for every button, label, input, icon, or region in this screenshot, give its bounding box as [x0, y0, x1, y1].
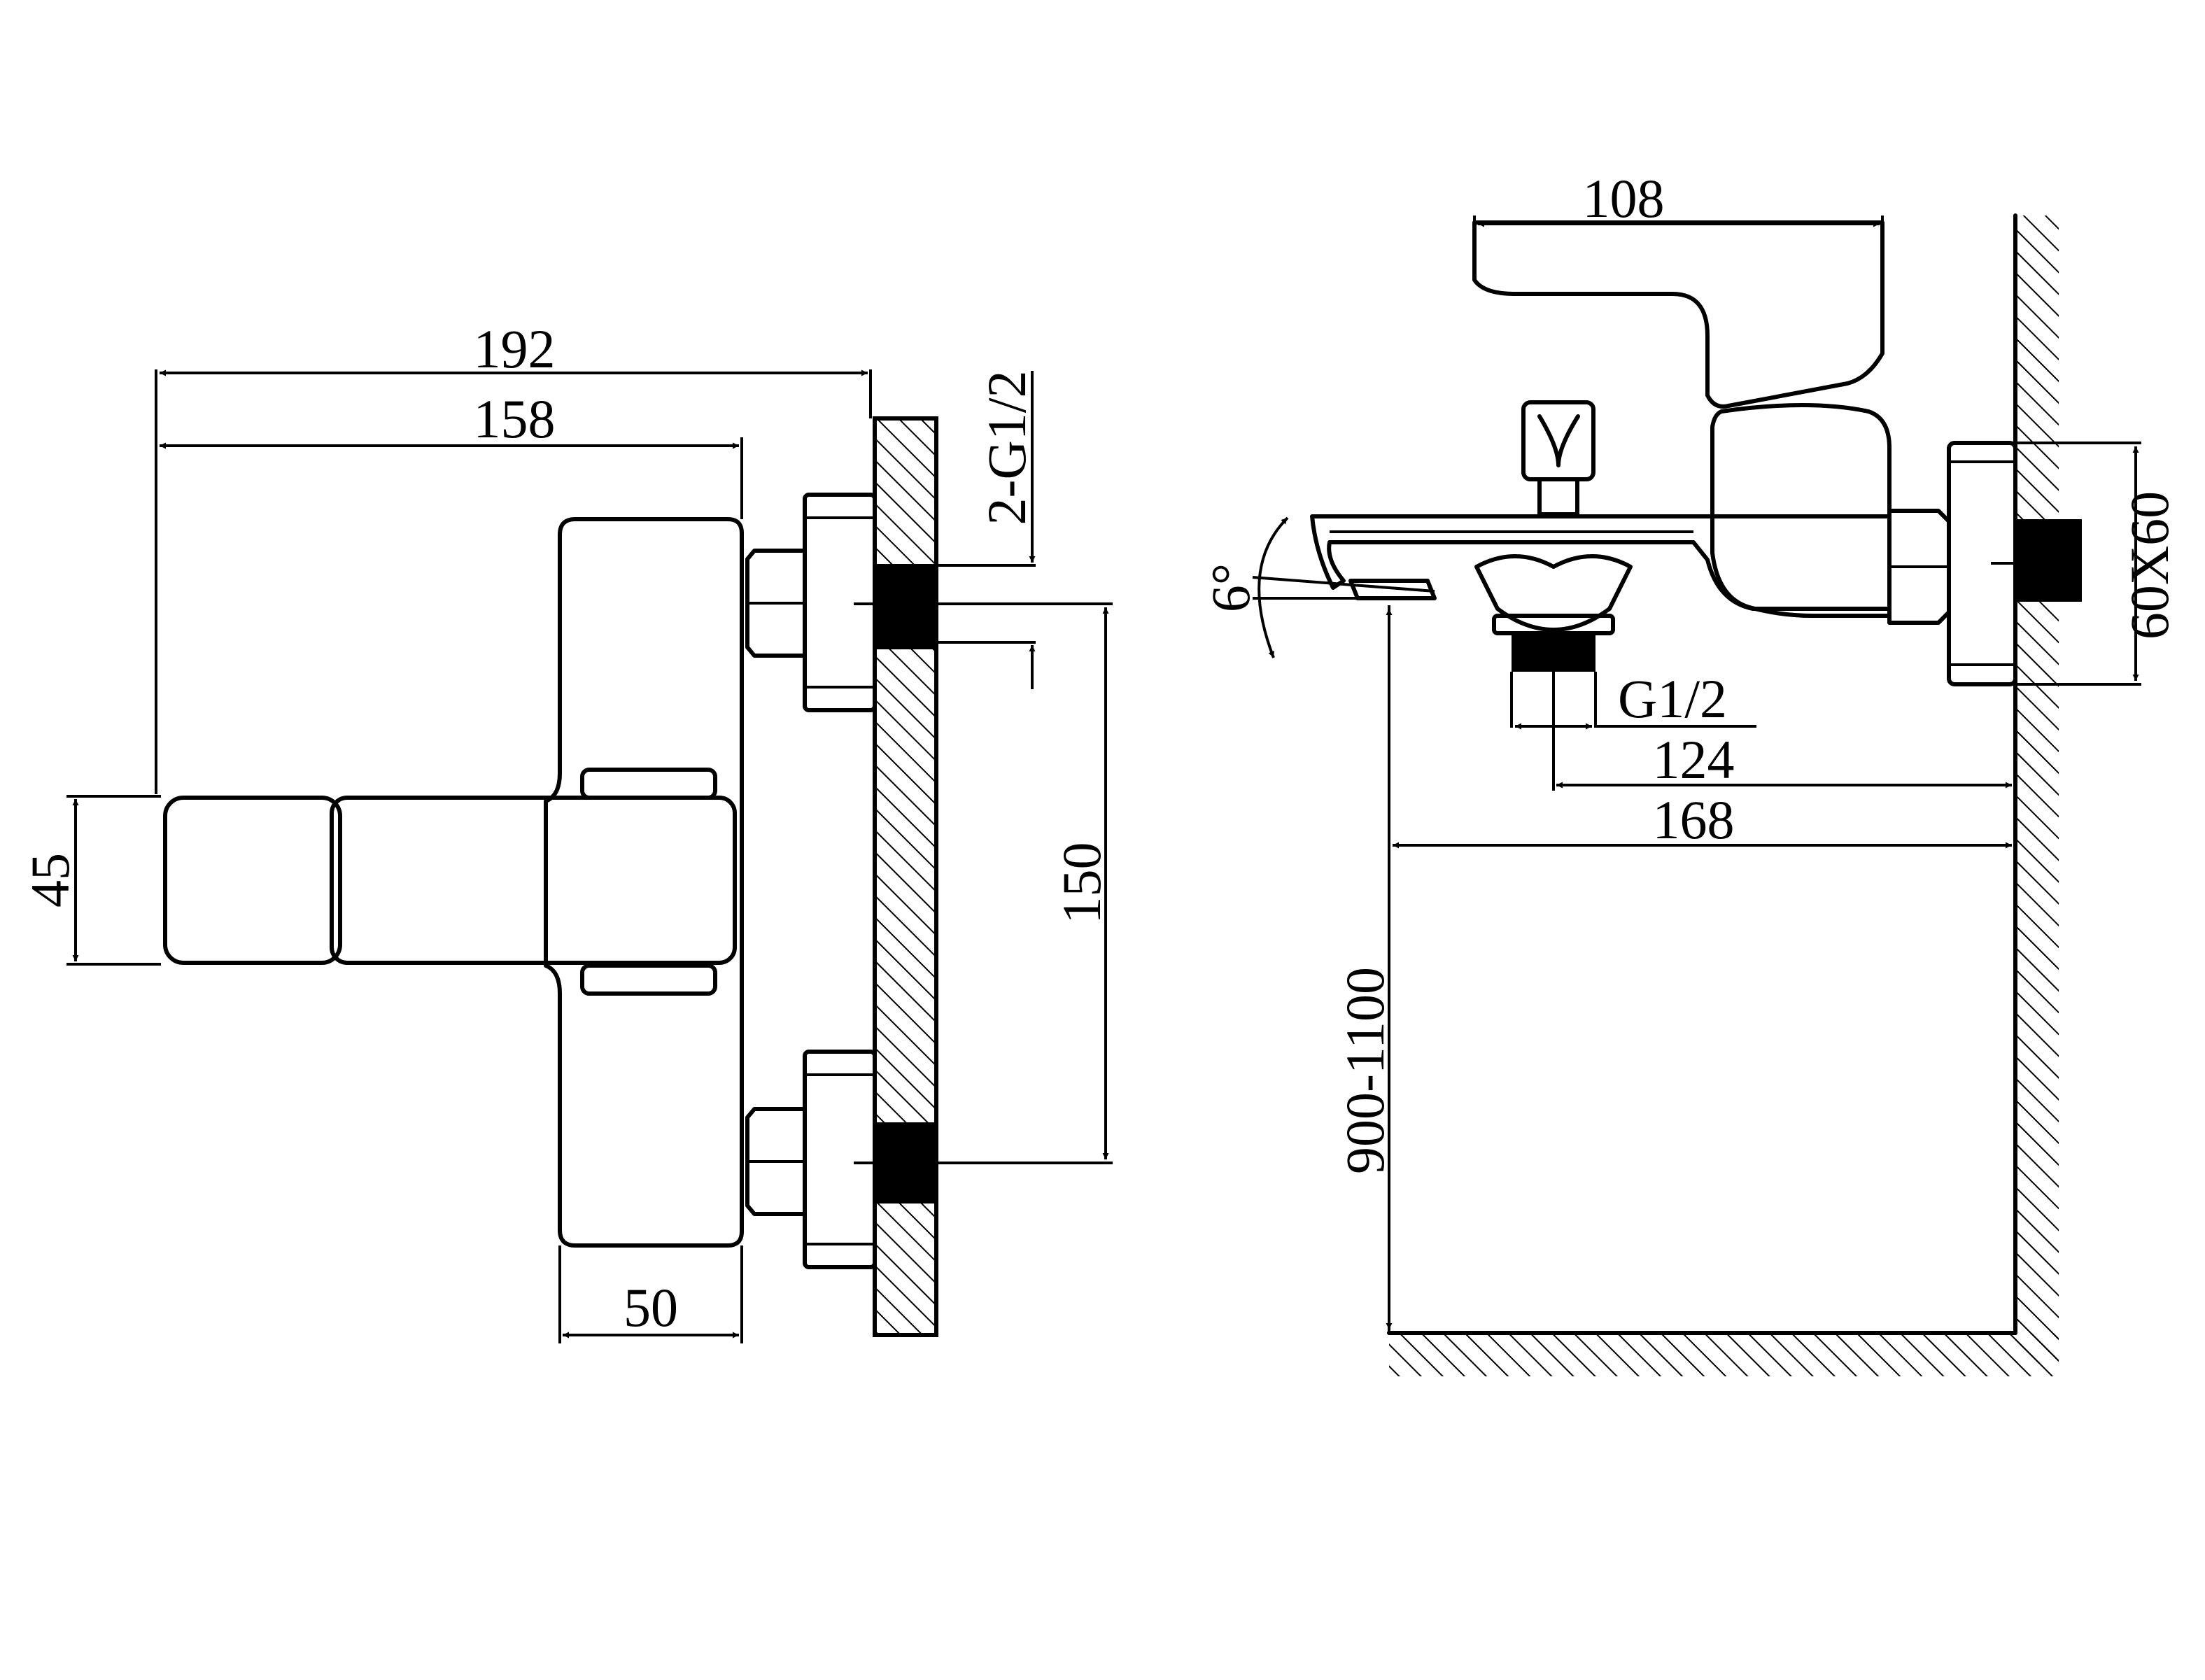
- dim-158-label: 158: [474, 388, 556, 449]
- dim-g1-2: G1/2: [1515, 668, 1756, 730]
- dim-45: 45: [20, 795, 161, 966]
- dim-6-deg-label: 6°: [1200, 563, 1261, 612]
- dim-2-g1-2: 2-G1/2: [936, 371, 1037, 689]
- dim-45-label: 45: [20, 853, 80, 908]
- dim-900-1100-label: 900-1100: [1334, 967, 1395, 1174]
- dim-60x60-label: 60X60: [2119, 491, 2180, 640]
- dim-6-deg: 6°: [1200, 516, 1435, 658]
- dim-150: 150: [1051, 607, 1112, 1159]
- front-view: 192 158 45 50 150: [20, 318, 1113, 1343]
- dim-192: 192: [155, 318, 872, 794]
- bottom-hex-nut: [745, 1107, 807, 1216]
- mixer-body: [544, 517, 744, 1248]
- dim-124-label: 124: [1653, 729, 1735, 790]
- front-wall: [873, 416, 938, 1337]
- dim-124: 124: [1556, 729, 2012, 790]
- top-hex-nut: [745, 549, 807, 658]
- dim-50-label: 50: [624, 1277, 678, 1338]
- side-body: [1710, 403, 1891, 618]
- dim-900-1100: 900-1100: [1334, 609, 1395, 1329]
- dim-168-label: 168: [1653, 789, 1735, 850]
- side-hex-nut: [1887, 509, 1951, 625]
- side-handle: [1472, 220, 1885, 409]
- dim-192-label: 192: [474, 318, 556, 379]
- floor: [1387, 1331, 2059, 1376]
- spout: [1310, 514, 1891, 611]
- dim-50: 50: [558, 1245, 743, 1343]
- side-wall: [2013, 213, 2059, 1363]
- outlet-connector: [1474, 554, 1633, 791]
- side-view: 108 6° 60X60 G1/2 124: [1200, 168, 2180, 1376]
- dim-60x60: 60X60: [2015, 442, 2180, 686]
- dim-g1-2-label: G1/2: [1618, 668, 1727, 729]
- dim-108: 108: [1473, 168, 1884, 231]
- dim-2-g1-2-label: 2-G1/2: [976, 371, 1037, 525]
- lever-handle: [163, 796, 737, 965]
- dim-158: 158: [160, 388, 743, 519]
- wall-flange: [1947, 441, 2082, 686]
- diverter-knob: [1521, 400, 1595, 516]
- dim-150-label: 150: [1051, 842, 1112, 924]
- dim-108-label: 108: [1583, 168, 1665, 229]
- bottom-escutcheon: [803, 1050, 877, 1269]
